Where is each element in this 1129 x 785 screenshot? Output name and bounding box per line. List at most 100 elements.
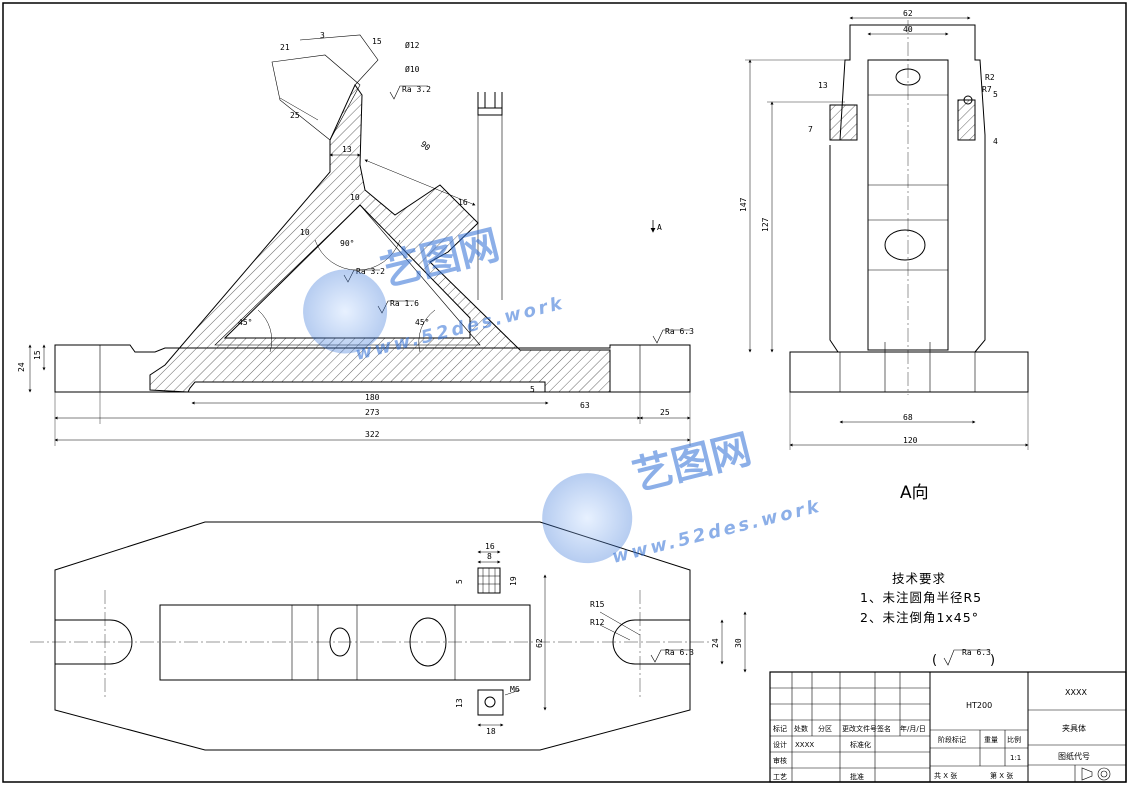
tb-company: XXXX bbox=[1065, 688, 1087, 697]
top-dim-16: 16 bbox=[485, 542, 495, 551]
front-view bbox=[28, 34, 691, 446]
top-dim-5: 5 bbox=[455, 579, 464, 584]
tb-material: HT200 bbox=[966, 701, 992, 710]
tb-total-sheets: 共 X 张 bbox=[934, 771, 957, 780]
top-dim-19: 19 bbox=[509, 576, 518, 586]
side-hole-mid bbox=[884, 229, 926, 261]
angle-90: 90° bbox=[340, 239, 354, 248]
dim-24: 24 bbox=[17, 362, 26, 372]
dim-dia12: Ø12 bbox=[405, 40, 420, 50]
top-dim-r15: R15 bbox=[590, 600, 605, 609]
tb-standard: 标准化 bbox=[850, 740, 871, 749]
dim-5: 5 bbox=[530, 385, 535, 394]
svg-text:(: ( bbox=[932, 653, 937, 668]
side-body bbox=[829, 24, 986, 353]
side-dim-5: 5 bbox=[993, 90, 998, 99]
tb-review: 审核 bbox=[773, 756, 787, 765]
view-arrow-a: A bbox=[657, 223, 662, 232]
title-block bbox=[769, 671, 1127, 783]
side-dim-40: 40 bbox=[903, 25, 913, 34]
side-dim-13: 13 bbox=[818, 81, 828, 90]
tech-requirements: 技术要求 1、未注圆角半径R5 2、未注倒角1x45° Ra 6.3 ( ) bbox=[860, 571, 995, 668]
dim-25b: 25 bbox=[660, 408, 670, 417]
tb-part-name: 夹具体 bbox=[1062, 723, 1086, 733]
top-slot-right bbox=[612, 619, 690, 665]
side-dim-4: 4 bbox=[993, 137, 998, 146]
side-dim-68: 68 bbox=[903, 413, 913, 422]
dim-90: 90 bbox=[419, 139, 432, 152]
top-dim-r12: R12 bbox=[590, 618, 605, 627]
top-slot-left bbox=[55, 619, 133, 665]
tech-req-item-2: 2、未注倒角1x45° bbox=[860, 610, 979, 625]
front-fork bbox=[477, 92, 503, 116]
top-dim-texts: 16 8 5 19 R15 R12 62 24 30 M6 13 18 Ra 6… bbox=[455, 542, 743, 736]
roughness-mark-top bbox=[650, 649, 690, 663]
tb-count: 处数 bbox=[794, 724, 808, 733]
dim-13: 13 bbox=[342, 145, 352, 154]
dim-25: 25 bbox=[290, 111, 300, 120]
top-dim-30: 30 bbox=[734, 638, 743, 648]
dim-10a: 10 bbox=[350, 193, 360, 202]
tb-mark: 标记 bbox=[773, 724, 787, 733]
dim-273: 273 bbox=[365, 408, 380, 417]
top-dim-8: 8 bbox=[487, 552, 492, 561]
tb-zone: 分区 bbox=[818, 724, 832, 733]
top-dim-18: 18 bbox=[486, 727, 496, 736]
general-roughness: Ra 6.3 bbox=[962, 648, 991, 657]
side-dim-62: 62 bbox=[903, 9, 913, 18]
top-outline bbox=[54, 521, 691, 751]
watermark-globe-icon bbox=[303, 269, 388, 354]
watermark-2: 艺图网 www.52des.work bbox=[542, 426, 824, 568]
side-dim-r2: R2 bbox=[985, 73, 995, 82]
tb-design: 设计 bbox=[773, 740, 787, 749]
dim-10b: 10 bbox=[300, 228, 310, 237]
top-dim-m6: M6 bbox=[510, 685, 520, 694]
side-dim-7: 7 bbox=[808, 125, 813, 134]
dim-15: 15 bbox=[372, 37, 382, 46]
top-dim-24: 24 bbox=[711, 638, 720, 648]
side-dim-texts: 62 40 R7 R2 13 7 5 4 147 127 68 120 A向 bbox=[739, 9, 998, 503]
svg-text:): ) bbox=[990, 653, 995, 668]
dim-180: 180 bbox=[365, 393, 380, 402]
tb-scale-label: 比例 bbox=[1007, 735, 1021, 744]
tb-doc-no: 更改文件号 bbox=[842, 724, 877, 733]
dim-21: 21 bbox=[280, 43, 290, 52]
dim-322: 322 bbox=[365, 430, 380, 439]
title-block-texts: HT200 XXXX 夹具体 图纸代号 阶段标记 重量 比例 1:1 共 X 张… bbox=[773, 688, 1090, 781]
watermark-globe-icon-2 bbox=[542, 473, 633, 564]
dim-63: 63 bbox=[580, 401, 590, 410]
side-dim-r7: R7 bbox=[982, 85, 992, 94]
tb-drawing-code-label: 图纸代号 bbox=[1058, 751, 1090, 761]
dim-16: 16 bbox=[458, 198, 468, 207]
tech-req-item-1: 1、未注圆角半径R5 bbox=[860, 590, 982, 605]
roughness-ra32-top: Ra 3.2 bbox=[402, 85, 431, 94]
tb-scale: 1:1 bbox=[1010, 754, 1021, 762]
side-view-title: A向 bbox=[900, 483, 929, 503]
tb-sign: 签名 bbox=[877, 724, 891, 733]
tb-designer: XXXX bbox=[795, 741, 814, 749]
tech-req-title: 技术要求 bbox=[892, 571, 946, 586]
tb-date: 年/月/日 bbox=[900, 724, 926, 733]
tb-stage-label: 阶段标记 bbox=[938, 735, 966, 744]
watermark-brand-2: 艺图网 bbox=[628, 426, 756, 500]
side-dim-120: 120 bbox=[903, 436, 918, 445]
dim-15b: 15 bbox=[33, 350, 42, 360]
angle-45a: 45° bbox=[238, 318, 252, 327]
side-dim-127: 127 bbox=[761, 217, 770, 232]
roughness-ra32-mid: Ra 3.2 bbox=[356, 267, 385, 276]
roughness-ra63-top: Ra 6.3 bbox=[665, 648, 694, 657]
dim-dia10: Ø10 bbox=[405, 64, 420, 74]
roughness-ra63-front: Ra 6.3 bbox=[665, 327, 694, 336]
side-dim-147: 147 bbox=[739, 197, 748, 212]
side-view bbox=[745, 16, 1029, 450]
dim-3: 3 bbox=[320, 31, 325, 40]
top-view bbox=[30, 521, 747, 751]
tb-weight-label: 重量 bbox=[984, 736, 998, 744]
top-dim-62: 62 bbox=[535, 638, 544, 648]
top-column bbox=[159, 604, 531, 681]
roughness-ra16: Ra 1.6 bbox=[390, 299, 419, 308]
watermark-url-2: www.52des.work bbox=[610, 495, 824, 567]
top-dim-13: 13 bbox=[455, 698, 464, 708]
